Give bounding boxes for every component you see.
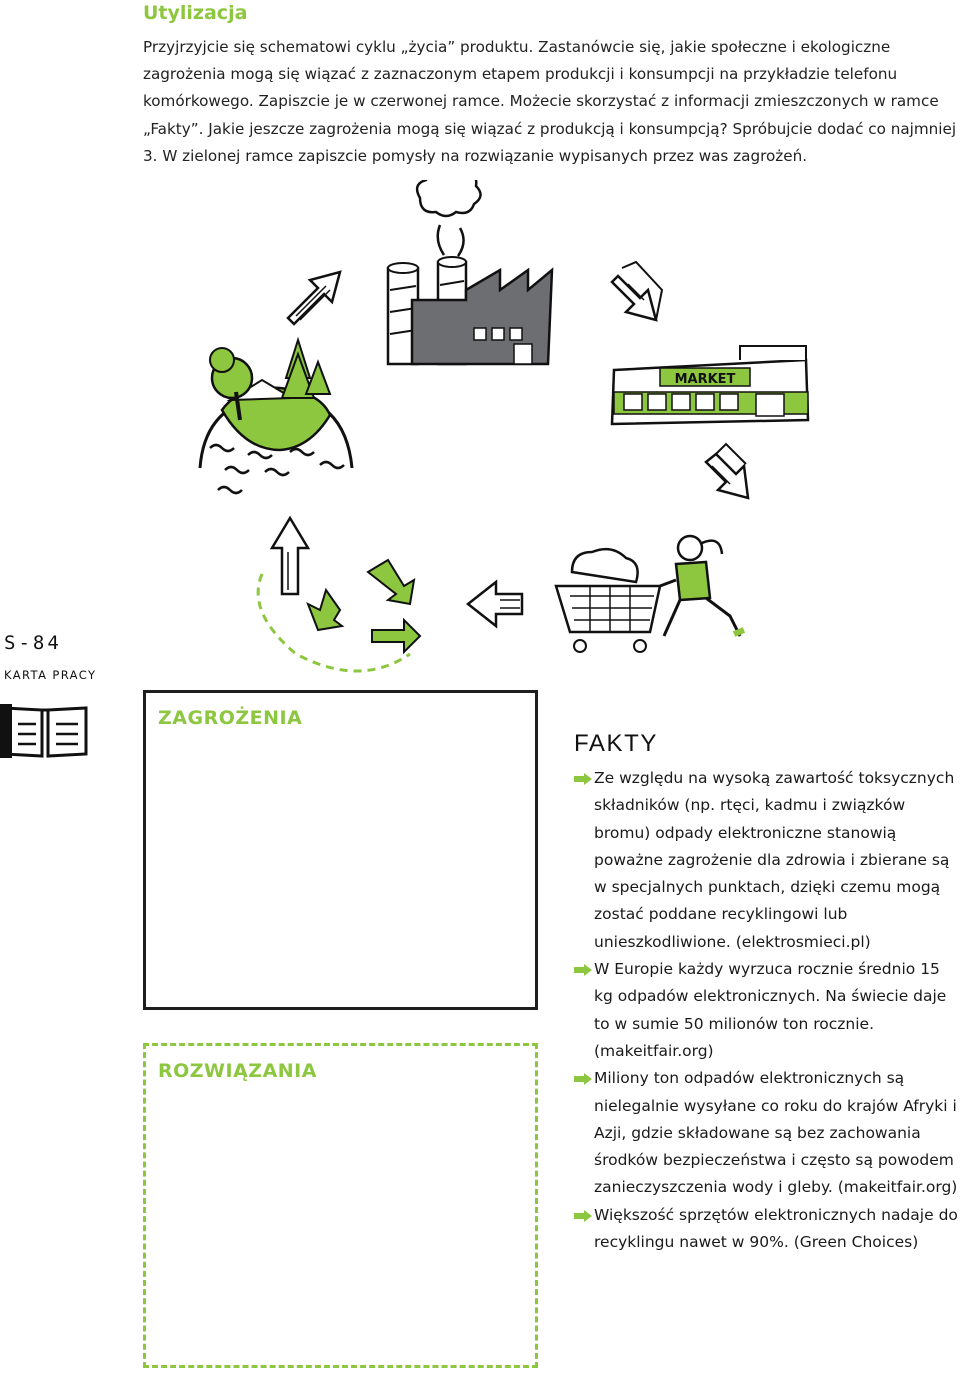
factory-icon — [386, 180, 554, 366]
shopper-icon — [662, 534, 746, 637]
threats-box-title: ZAGROŻENIA — [158, 707, 303, 729]
facts-title: FAKTY — [574, 730, 659, 757]
recycling-icon — [256, 558, 422, 673]
threats-box[interactable]: ZAGROŻENIA — [143, 690, 538, 1010]
solutions-box-title: ROZWIĄZANIA — [158, 1060, 317, 1082]
fact-item: Większość sprzętów elektronicznych nadaj… — [574, 1202, 960, 1257]
market-sign: MARKET — [675, 372, 736, 387]
arrow-to-market-icon — [610, 260, 664, 322]
arrow-to-recycling-icon — [465, 579, 524, 629]
fact-item: W Europie każdy wyrzuca rocznie średnio … — [574, 956, 960, 1065]
sheet-code: S-84 — [4, 632, 62, 654]
arrow-bullet-icon — [574, 1073, 592, 1086]
solutions-box[interactable]: ROZWIĄZANIA — [143, 1043, 538, 1368]
market-icon: MARKET — [610, 345, 810, 426]
intro-paragraph: Przyjrzyjcie się schematowi cyklu „życia… — [143, 38, 957, 165]
fact-text: Miliony ton odpadów elektronicznych są n… — [594, 1069, 958, 1197]
fact-text: Ze względu na wysoką zawartość toksyczny… — [594, 769, 955, 951]
arrow-bullet-icon — [574, 773, 592, 785]
sheet-label: KARTA PRACY — [4, 668, 97, 682]
arrow-bullet-icon — [574, 1209, 592, 1222]
fact-item: Miliony ton odpadów elektronicznych są n… — [574, 1065, 960, 1201]
arrow-to-shopping-icon — [704, 442, 750, 500]
book-icon — [0, 704, 88, 758]
section-title: Utylizacja — [143, 2, 248, 24]
fact-item: Ze względu na wysoką zawartość toksyczny… — [574, 765, 960, 956]
facts-list: Ze względu na wysoką zawartość toksyczny… — [574, 765, 960, 1256]
life-cycle-illustration: MARKET — [198, 180, 810, 673]
arrow-bullet-icon — [574, 964, 592, 977]
arrow-to-factory-icon — [286, 270, 342, 326]
arrow-to-nature-icon — [269, 515, 311, 596]
fact-text: W Europie każdy wyrzuca rocznie średnio … — [594, 960, 947, 1060]
shopping-cart-icon — [554, 547, 677, 653]
fact-text: Większość sprzętów elektronicznych nadaj… — [594, 1205, 958, 1252]
nature-island-icon — [198, 336, 354, 495]
